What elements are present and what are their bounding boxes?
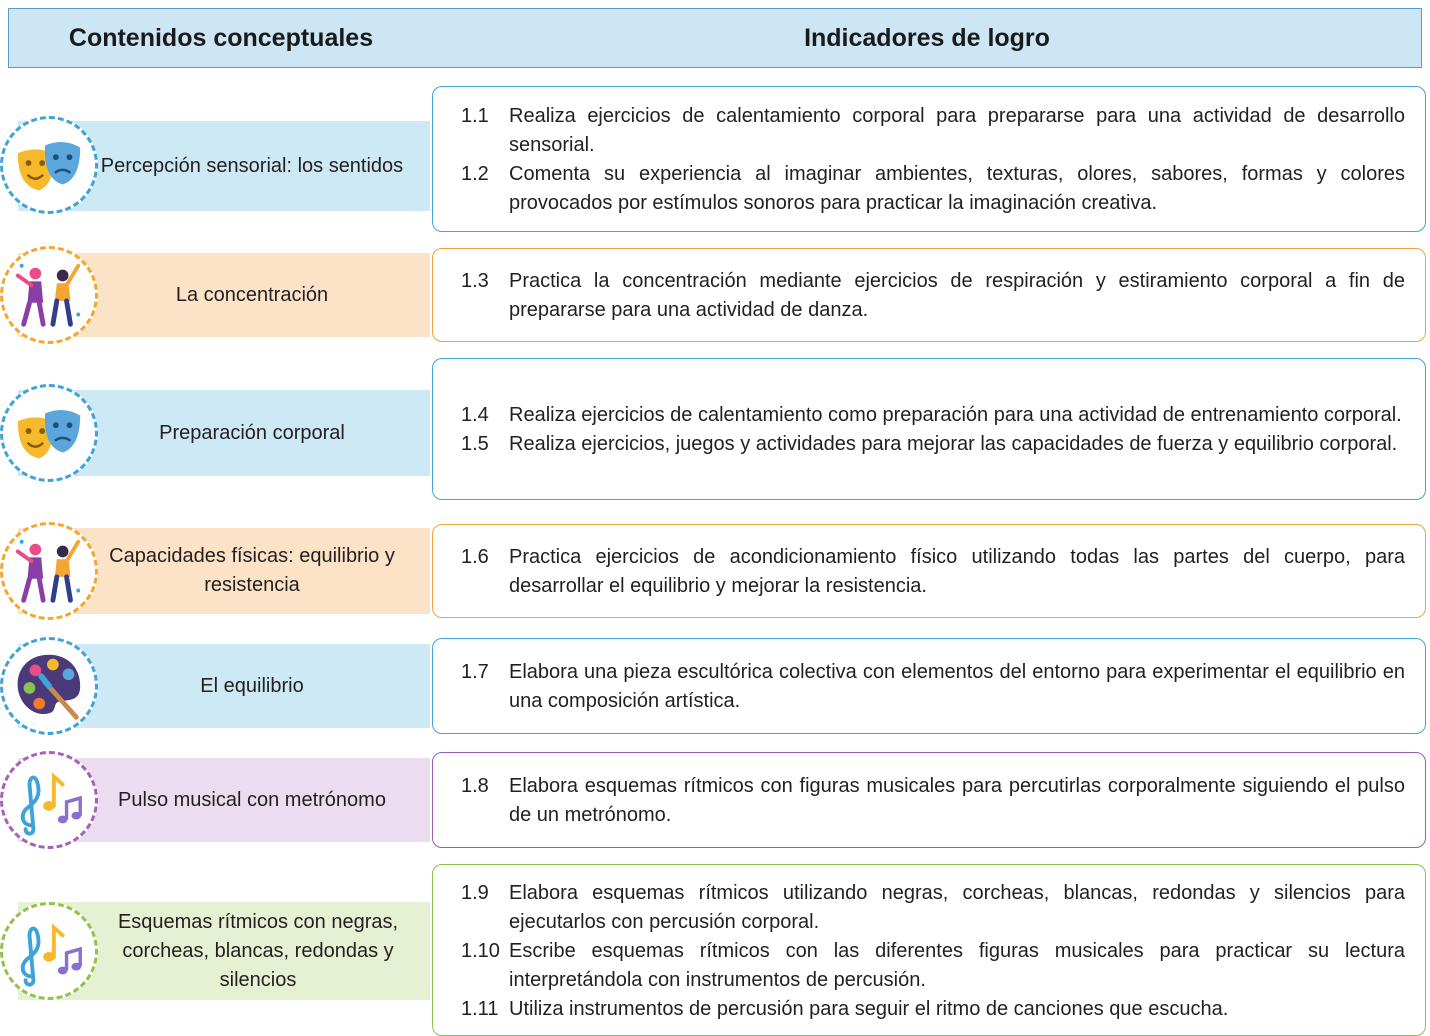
indicator-number: 1.1 — [461, 105, 489, 127]
music-notes-icon — [20, 772, 82, 836]
table-row: Preparación corporal 1.4 Realiza ejercic… — [0, 358, 1430, 500]
theater-masks-icon — [17, 142, 81, 191]
indicator-text: Escribe esquemas rítmicos con las difere… — [509, 939, 1405, 991]
indicator-text: Elabora esquemas rítmicos utilizando neg… — [509, 881, 1405, 933]
indicator-item: 1.4 Realiza ejercicios de calentamiento … — [461, 401, 1405, 430]
indicator-number: 1.2 — [461, 163, 489, 185]
indicator-text: Realiza ejercicios, juegos y actividades… — [509, 433, 1398, 455]
indicator-item: 1.5 Realiza ejercicios, juegos y activid… — [461, 430, 1405, 459]
indicator-number: 1.8 — [461, 775, 489, 797]
row-badge — [0, 116, 98, 214]
indicator-number: 1.11 — [461, 997, 499, 1020]
indicator-box: 1.9 Elabora esquemas rítmicos utilizando… — [432, 864, 1426, 1036]
content-label: Percepción sensorial: los sentidos — [100, 154, 404, 177]
indicator-item: 1.3 Practica la concentración mediante e… — [461, 267, 1405, 325]
indicator-box: 1.1 Realiza ejercicios de calentamiento … — [432, 86, 1426, 232]
content-label: Capacidades físicas: equilibrio y resist… — [109, 545, 395, 596]
indicator-text: Utiliza instrumentos de percusión para s… — [509, 997, 1229, 1020]
table-header: Contenidos conceptuales Indicadores de l… — [8, 8, 1422, 68]
header-contenidos: Contenidos conceptuales — [68, 24, 374, 52]
dancers-icon — [15, 539, 81, 603]
indicator-item: 1.10 Escribe esquemas rítmicos con las d… — [461, 937, 1405, 995]
indicator-number: 1.4 — [461, 404, 489, 426]
table-row: La concentración 1.3 Practica la concent… — [0, 246, 1430, 344]
indicator-text: Practica ejercicios de acondicionamiento… — [509, 546, 1405, 597]
indicator-item: 1.8 Elabora esquemas rítmicos con figura… — [461, 772, 1405, 830]
table-row: El equilibrio 1.7 Elabora una pieza escu… — [0, 637, 1430, 735]
row-badge — [0, 637, 98, 735]
header-indicadores: Indicadores de logro — [804, 24, 1050, 52]
indicator-box: 1.3 Practica la concentración mediante e… — [432, 248, 1426, 342]
indicator-text: Comenta su experiencia al imaginar ambie… — [509, 163, 1405, 214]
indicator-box: 1.4 Realiza ejercicios de calentamiento … — [432, 358, 1426, 500]
indicator-item: 1.9 Elabora esquemas rítmicos utilizando… — [461, 879, 1405, 937]
row-badge — [0, 384, 98, 482]
table-row: Pulso musical con metrónomo 1.8 Elabora … — [0, 751, 1430, 849]
content-label: El equilibrio — [200, 674, 304, 697]
indicator-box: 1.7 Elabora una pieza escultórica colect… — [432, 638, 1426, 734]
indicator-number: 1.5 — [461, 433, 489, 455]
table-row: Percepción sensorial: los sentidos 1.1 R… — [0, 86, 1430, 232]
content-label: La concentración — [175, 283, 329, 306]
paint-palette-icon — [17, 654, 81, 720]
indicator-text: Practica la concentración mediante ejerc… — [509, 270, 1405, 321]
indicator-item: 1.1 Realiza ejercicios de calentamiento … — [461, 102, 1405, 160]
indicator-item: 1.7 Elabora una pieza escultórica colect… — [461, 658, 1405, 716]
indicator-number: 1.7 — [461, 661, 489, 683]
row-badge — [0, 522, 98, 620]
indicator-item: 1.6 Practica ejercicios de acondicionami… — [461, 543, 1405, 601]
indicator-text: Elabora una pieza escultórica colectiva … — [509, 661, 1405, 712]
content-label: Pulso musical con metrónomo — [118, 788, 386, 811]
row-badge — [0, 751, 98, 849]
content-label: Esquemas rítmicos con negras, corcheas, … — [117, 910, 399, 991]
indicator-number: 1.9 — [461, 881, 489, 904]
indicator-text: Elabora esquemas rítmicos con figuras mu… — [509, 775, 1405, 826]
music-notes-icon — [20, 923, 82, 987]
row-badge — [0, 246, 98, 344]
theater-masks-icon — [17, 410, 81, 459]
indicator-box: 1.8 Elabora esquemas rítmicos con figura… — [432, 752, 1426, 848]
dancers-icon — [15, 263, 81, 327]
indicator-text: Realiza ejercicios de calentamiento como… — [509, 404, 1402, 426]
content-label: Preparación corporal — [159, 421, 345, 444]
indicator-number: 1.3 — [461, 270, 489, 292]
indicator-text: Realiza ejercicios de calentamiento corp… — [509, 105, 1405, 156]
indicator-number: 1.10 — [461, 939, 500, 962]
indicator-item: 1.11 Utiliza instrumentos de percusión p… — [461, 995, 1405, 1024]
indicator-item: 1.2 Comenta su experiencia al imaginar a… — [461, 160, 1405, 218]
table-row: Esquemas rítmicos con negras, corcheas, … — [0, 864, 1430, 1036]
indicator-number: 1.6 — [461, 546, 489, 568]
indicator-box: 1.6 Practica ejercicios de acondicionami… — [432, 524, 1426, 618]
table-row: Capacidades físicas: equilibrio y resist… — [0, 522, 1430, 620]
row-badge — [0, 902, 98, 1000]
